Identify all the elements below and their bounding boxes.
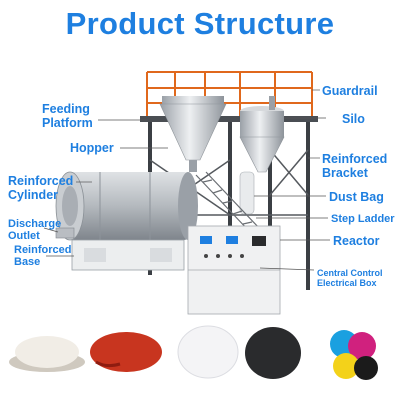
sample-black-pigment xyxy=(354,356,378,380)
label-central-control: Central Control Electrical Box xyxy=(317,268,383,288)
step-ladder xyxy=(195,171,261,233)
page-title: Product Structure xyxy=(65,6,335,41)
label-silo: Silo xyxy=(342,112,365,126)
label-reinforced-base: Reinforced Base xyxy=(14,244,72,268)
discharge-outlet xyxy=(55,227,75,239)
label-reactor: Reactor xyxy=(333,234,380,248)
hopper xyxy=(159,96,227,172)
sample-row xyxy=(9,325,378,380)
sample-red-chili-powder xyxy=(90,332,162,372)
label-dust-bag: Dust Bag xyxy=(329,190,384,204)
label-guardrail: Guardrail xyxy=(322,84,378,98)
label-step-ladder: Step Ladder xyxy=(331,213,395,225)
label-feeding-platform: Feeding Platform xyxy=(42,102,93,130)
label-reinforced-bracket: Reinforced Bracket xyxy=(322,152,388,180)
dust-bag xyxy=(239,171,255,215)
label-reinforced-cylinder: Reinforced Cylinder xyxy=(8,174,74,202)
sample-yellow-pigment xyxy=(333,353,359,379)
sample-white-powder-pile xyxy=(177,325,239,379)
silo xyxy=(239,96,285,173)
reactor xyxy=(187,225,281,315)
sample-magenta-pigment xyxy=(348,332,376,360)
reinforced-base xyxy=(71,239,185,271)
sample-white-powder-bowl xyxy=(15,336,79,368)
label-hopper: Hopper xyxy=(70,141,114,155)
label-discharge-outlet: Discharge Outlet xyxy=(8,218,62,242)
reinforced-cylinder xyxy=(55,171,198,241)
sample-black-powder-pile xyxy=(245,327,301,379)
feeding-platform xyxy=(140,116,318,122)
